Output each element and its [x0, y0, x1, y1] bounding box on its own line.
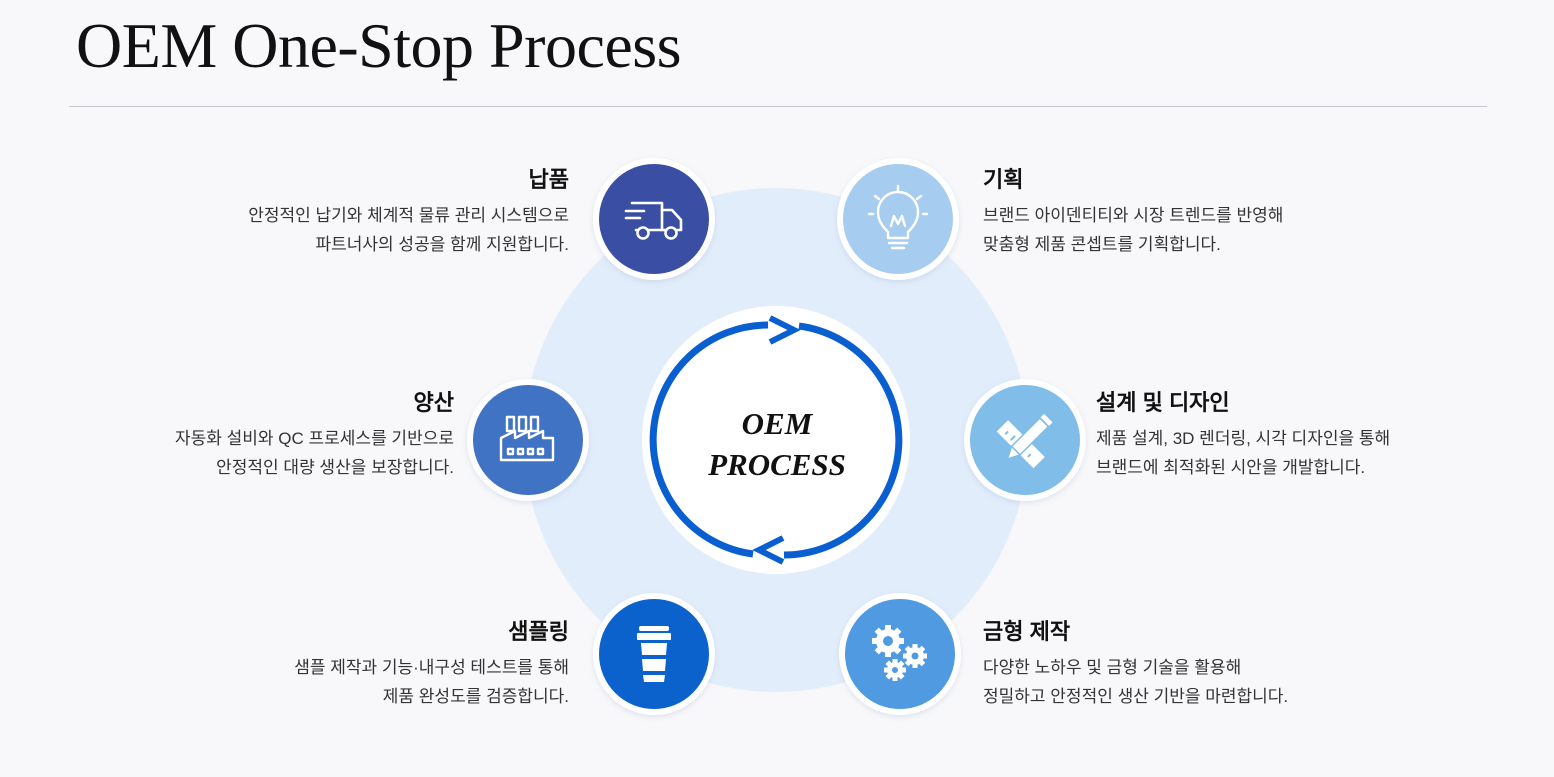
step-description: 브랜드 아이덴티티와 시장 트렌드를 반영해 맞춤형 제품 콘셉트를 기획합니다… [983, 206, 1284, 254]
node-design[interactable] [964, 379, 1086, 501]
node-mold[interactable] [839, 593, 961, 715]
center-label-line2: PROCESS [707, 447, 846, 482]
step-mold: 금형 제작 다양한 노하우 및 금형 기술을 활용해 정밀하고 안정적인 생산 … [983, 619, 1403, 711]
cycle-arrows [649, 315, 903, 565]
node-production-fill [473, 385, 583, 495]
step-title: 기획 [983, 167, 1024, 192]
center-circle [642, 306, 910, 574]
step-description: 다양한 노하우 및 금형 기술을 활용해 정밀하고 안정적인 생산 기반을 마련… [983, 658, 1289, 706]
step-description: 자동화 설비와 QC 프로세스를 기반으로 안정적인 대량 생산을 보장합니다. [175, 429, 454, 477]
step-production: 양산 자동화 설비와 QC 프로세스를 기반으로 안정적인 대량 생산을 보장합… [34, 390, 454, 482]
title-divider [69, 106, 1487, 107]
cycle-arrow-bottom-right [783, 322, 903, 559]
node-mold-fill [845, 599, 955, 709]
gear-large [872, 625, 904, 657]
node-planning[interactable] [837, 158, 959, 280]
step-title: 샘플링 [508, 619, 569, 644]
step-delivery: 납품 안정적인 납기와 체계적 물류 관리 시스템으로 파트너사의 성공을 함께… [149, 167, 569, 259]
step-title: 양산 [413, 390, 454, 415]
step-title: 금형 제작 [983, 619, 1071, 644]
node-planning-fill [843, 164, 953, 274]
step-design: 설계 및 디자인 제품 설계, 3D 렌더링, 시각 디자인을 통해 브랜드에 … [1096, 390, 1516, 482]
factory-icon [499, 415, 555, 462]
step-sampling: 샘플링 샘플 제작과 기능·내구성 테스트를 통해 제품 완성도를 검증합니다. [149, 619, 569, 711]
node-delivery-fill [599, 164, 709, 274]
truck-icon [624, 201, 683, 240]
gear-small-bottom [884, 659, 906, 681]
step-description: 제품 설계, 3D 렌더링, 시각 디자인을 통해 브랜드에 최적화된 시안을 … [1096, 429, 1391, 477]
cycle-arrow-top-left [649, 321, 769, 558]
arrow-head-top [768, 315, 801, 345]
lightbulb-icon [867, 184, 929, 250]
gear-small-right [903, 644, 927, 668]
cup-icon [637, 626, 671, 682]
gears-icon [872, 625, 927, 681]
node-sampling[interactable] [593, 593, 715, 715]
node-production[interactable] [467, 379, 589, 501]
step-title: 납품 [528, 167, 569, 192]
arrow-head-bottom [752, 535, 785, 565]
step-title: 설계 및 디자인 [1096, 390, 1230, 415]
pencil-ruler-icon [996, 413, 1053, 469]
step-description: 샘플 제작과 기능·내구성 테스트를 통해 제품 완성도를 검증합니다. [294, 658, 569, 706]
page-title: OEM One-Stop Process [76, 10, 682, 81]
step-planning: 기획 브랜드 아이덴티티와 시장 트렌드를 반영해 맞춤형 제품 콘셉트를 기획… [983, 167, 1403, 259]
node-delivery[interactable] [593, 158, 715, 280]
step-description: 안정적인 납기와 체계적 물류 관리 시스템으로 파트너사의 성공을 함께 지원… [248, 206, 569, 254]
center-label-line1: OEM [742, 406, 814, 441]
